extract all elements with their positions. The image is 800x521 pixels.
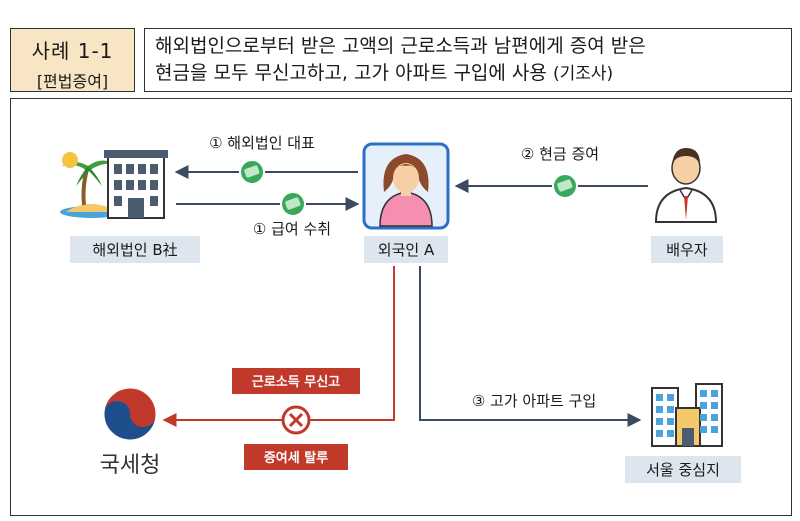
- case-number: 사례 1-1: [31, 39, 114, 63]
- nts-label: 국세청: [100, 453, 161, 478]
- nts-logo: [103, 387, 157, 441]
- apartment-icon: [651, 383, 723, 447]
- case-description-suffix: (기조사): [552, 64, 614, 84]
- spouse-icon: [654, 148, 718, 223]
- apartment-label-box: [625, 456, 741, 483]
- apartment-label: 서울 중심지: [646, 461, 720, 479]
- overseas-company-label: 해외법인 B社: [92, 241, 177, 259]
- apartment-purchase-arrow: [419, 266, 642, 427]
- spouse-label: 배우자: [666, 241, 708, 259]
- foreigner-label: 외국인 A: [378, 241, 435, 259]
- gift-tax-evasion-label: 증여세 탈루: [264, 450, 328, 466]
- nts-arrow: [162, 266, 395, 427]
- money-icon: [280, 191, 306, 217]
- cash-gift-label: ② 현금 증여: [521, 145, 599, 163]
- spouse-label-box: [651, 236, 723, 263]
- case-description-line2: 현금을 모두 무신고하고, 고가 아파트 구입에 사용: [155, 62, 547, 84]
- case-description-line2-wrap: 현금을 모두 무신고하고, 고가 아파트 구입에 사용 (기조사): [155, 60, 781, 88]
- foreigner-label-box: [364, 236, 448, 263]
- diagram-frame: [10, 98, 792, 516]
- representative-label: ① 해외법인 대표: [209, 134, 315, 152]
- case-description: 해외법인으로부터 받은 고액의 근로소득과 남편에게 증여 받은 현금을 모두 …: [144, 28, 792, 92]
- gift-tax-evasion-badge: [244, 444, 348, 470]
- money-icon: [552, 173, 578, 199]
- apartment-purchase-label: ③ 고가 아파트 구입: [472, 392, 596, 410]
- block-icon: [281, 405, 311, 435]
- overseas-company-icon: [60, 150, 168, 219]
- money-icon: [239, 159, 265, 185]
- foreigner-icon: [362, 142, 450, 230]
- salary-label: ① 급여 수취: [253, 220, 331, 238]
- unreported-income-badge: [232, 368, 360, 394]
- unreported-income-label: 근로소득 무신고: [252, 375, 340, 390]
- overseas-company-label-box: [70, 236, 200, 263]
- case-tag: 사례 1-1 [편법증여]: [10, 28, 135, 92]
- case-category: [편법증여]: [36, 72, 109, 91]
- case-description-line1: 해외법인으로부터 받은 고액의 근로소득과 남편에게 증여 받은: [155, 35, 646, 57]
